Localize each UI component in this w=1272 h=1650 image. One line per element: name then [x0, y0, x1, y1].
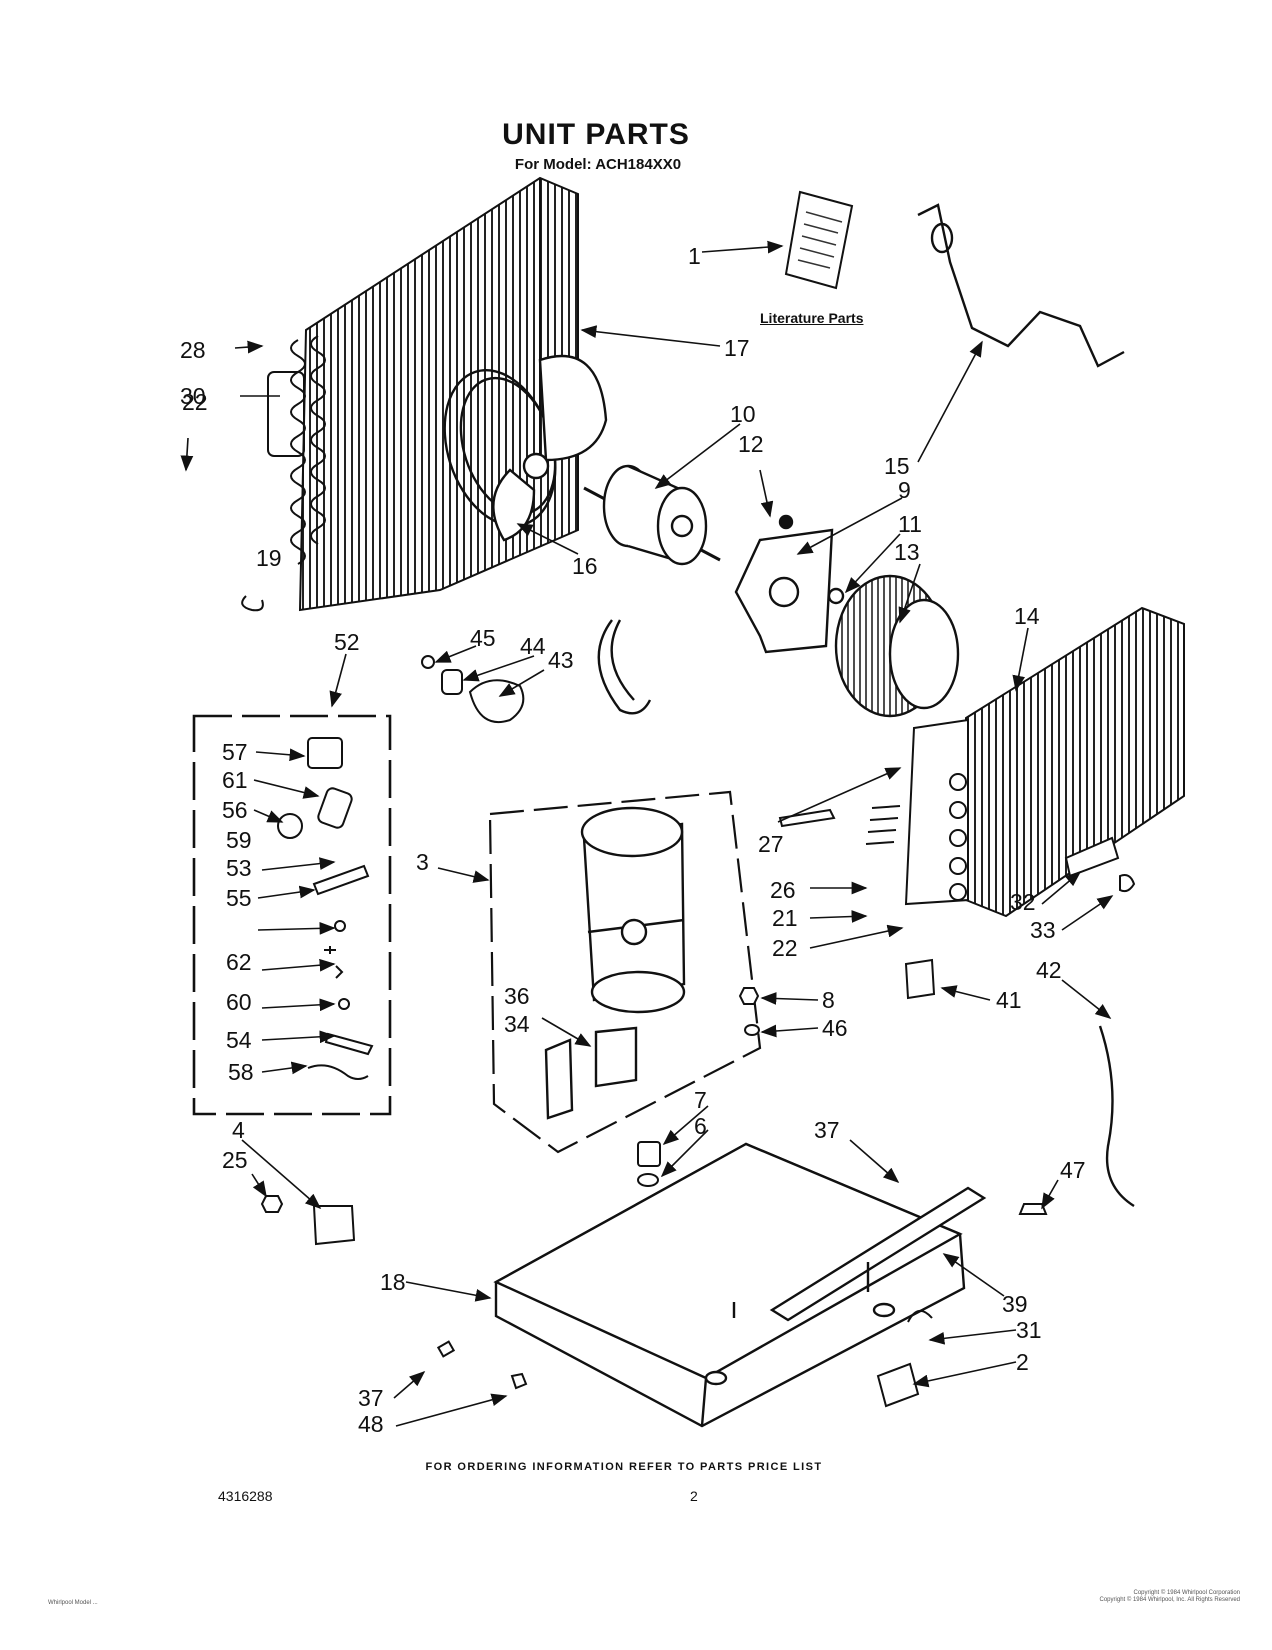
part-label: 14 — [1014, 603, 1040, 629]
footer-left-text: Whirlpool Model ... — [48, 1600, 98, 1606]
part-label: 36 — [504, 983, 530, 1009]
part-label: 15 — [884, 453, 910, 479]
part-label: 59 — [226, 827, 252, 853]
small-parts-drawing — [241, 595, 1136, 1408]
base-pan-drawing — [493, 1142, 987, 1428]
part-label: 8 — [822, 987, 835, 1013]
part-label: 18 — [380, 1269, 406, 1295]
part-label: 6 — [694, 1113, 707, 1139]
part-number-labels: 1 2 3 4 6 7 8 9 10 11 12 13 14 15 16 17 … — [180, 243, 1086, 1437]
part-label: 22 — [772, 935, 798, 961]
bracket-wire-drawing — [917, 203, 1125, 463]
part-label: 48 — [358, 1411, 384, 1437]
part-label: 12 — [738, 431, 764, 457]
document-number: 4316288 — [218, 1488, 273, 1504]
part-label: 54 — [226, 1027, 252, 1053]
part-label: 53 — [226, 855, 252, 881]
part-label: 61 — [222, 767, 248, 793]
literature-parts-label: Literature Parts — [760, 310, 864, 326]
part-label: 62 — [226, 949, 252, 975]
compressor-outline — [488, 790, 762, 1154]
part-label: 46 — [822, 1015, 848, 1041]
part-label: 41 — [996, 987, 1022, 1013]
part-label: 16 — [572, 553, 598, 579]
part-label: 58 — [228, 1059, 254, 1085]
part-label: 32 — [1010, 889, 1036, 915]
part-label: 17 — [724, 335, 750, 361]
motor-mount-plate-drawing — [734, 514, 845, 654]
part-label: 25 — [222, 1147, 248, 1173]
part-label: 4 — [232, 1117, 245, 1143]
part-label: 1 — [688, 243, 701, 269]
part-label: 37 — [814, 1117, 840, 1143]
part-label: 10 — [730, 401, 756, 427]
part-label: 57 — [222, 739, 248, 765]
part-label: 22 — [182, 389, 208, 415]
part-label: 27 — [758, 831, 784, 857]
part-label: 37 — [358, 1385, 384, 1411]
part-label: 19 — [256, 545, 282, 571]
part-label: 60 — [226, 989, 252, 1015]
fan-motor-drawing — [583, 464, 721, 715]
part-label: 47 — [1060, 1157, 1086, 1183]
part-label: 56 — [222, 797, 248, 823]
ordering-note: FOR ORDERING INFORMATION REFER TO PARTS … — [425, 1461, 823, 1473]
condenser-coil-drawing — [267, 176, 579, 612]
page-title: UNIT PARTS — [502, 118, 690, 151]
part-label: 34 — [504, 1011, 530, 1037]
part-label: 43 — [548, 647, 574, 673]
part-label: 11 — [898, 511, 922, 537]
blower-wheel-drawing — [834, 574, 960, 718]
part-label: 42 — [1036, 957, 1062, 983]
part-label: 52 — [334, 629, 360, 655]
part-label: 21 — [772, 905, 798, 931]
model-subtitle: For Model: ACH184XX0 — [514, 156, 682, 173]
part-label: 45 — [470, 625, 496, 651]
leader-lines — [180, 325, 1114, 1427]
part-label: 28 — [180, 337, 206, 363]
part-label: 31 — [1016, 1317, 1042, 1343]
control-box-outline — [192, 714, 392, 1116]
page-number: 2 — [690, 1488, 698, 1504]
copyright-notice: Copyright © 1984 Whirlpool Corporation C… — [1030, 1590, 1240, 1604]
copyright-line: Copyright © 1984 Whirlpool Corporation — [1133, 1590, 1240, 1596]
compressor-drawing — [544, 806, 686, 1120]
part-label: 33 — [1030, 917, 1056, 943]
part-label: 26 — [770, 877, 796, 903]
part-label: 44 — [520, 633, 546, 659]
part-label: 13 — [894, 539, 920, 565]
part-label: 39 — [1002, 1291, 1028, 1317]
part-label: 2 — [1016, 1349, 1029, 1375]
part-label: 3 — [416, 849, 429, 875]
part-label: 55 — [226, 885, 252, 911]
literature-card-drawing — [701, 190, 854, 290]
part-label: 30 — [180, 383, 206, 409]
part-label: 7 — [694, 1087, 707, 1113]
part-label: 9 — [898, 477, 911, 503]
control-components-drawing — [277, 737, 374, 1080]
copyright-line: Copyright © 1984 Whirlpool, Inc. All Rig… — [1099, 1597, 1240, 1603]
